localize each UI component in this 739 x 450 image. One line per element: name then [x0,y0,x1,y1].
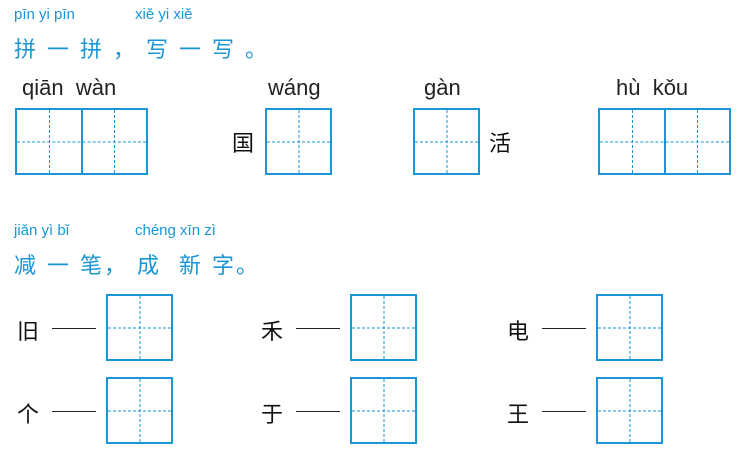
box-guide [17,141,146,142]
dash-line [296,328,340,329]
dash-line [542,411,586,412]
given-char-jiu: 旧 [17,320,40,345]
given-char-he: 禾 [261,320,284,345]
given-char-ge: 个 [17,403,40,428]
dash-line [52,411,96,412]
instruction-text-2: 减 一 笔， 成 新 字。 [14,254,260,279]
writing-box-dian[interactable] [596,294,663,361]
instruction-pinyin-1: pīn yi pīn [14,6,75,23]
dash-line [52,328,96,329]
writing-box-qian-wan[interactable] [15,108,148,175]
writing-box-he[interactable] [350,294,417,361]
writing-box-wang[interactable] [265,108,332,175]
given-char-wang: 王 [507,403,530,428]
writing-box-jiu[interactable] [106,294,173,361]
writing-box-gan[interactable] [413,108,480,175]
box-guide [600,141,729,142]
given-char-dian: 电 [507,320,530,345]
pinyin-gan: gàn [424,75,461,100]
dash-line [542,328,586,329]
pinyin-qian-wan: qiān wàn [22,75,117,100]
writing-box-hu-kou[interactable] [598,108,731,175]
instruction-pinyin-4: chéng xīn zì [135,222,216,239]
instruction-pinyin-2: xiě yi xiě [135,6,193,23]
instruction-text-1: 拼 一 拼 ， 写 一 写 。 [14,38,269,63]
given-char-yu: 于 [261,403,284,428]
given-char-huo: 活 [489,132,512,157]
pinyin-wang: wáng [268,75,321,100]
given-char-guo: 国 [232,132,255,157]
instruction-pinyin-3: jiǎn yì bǐ [14,222,70,239]
writing-box-wang-2[interactable] [596,377,663,444]
writing-box-ge[interactable] [106,377,173,444]
dash-line [296,411,340,412]
writing-box-yu[interactable] [350,377,417,444]
pinyin-hu-kou: hù kǒu [616,75,689,100]
